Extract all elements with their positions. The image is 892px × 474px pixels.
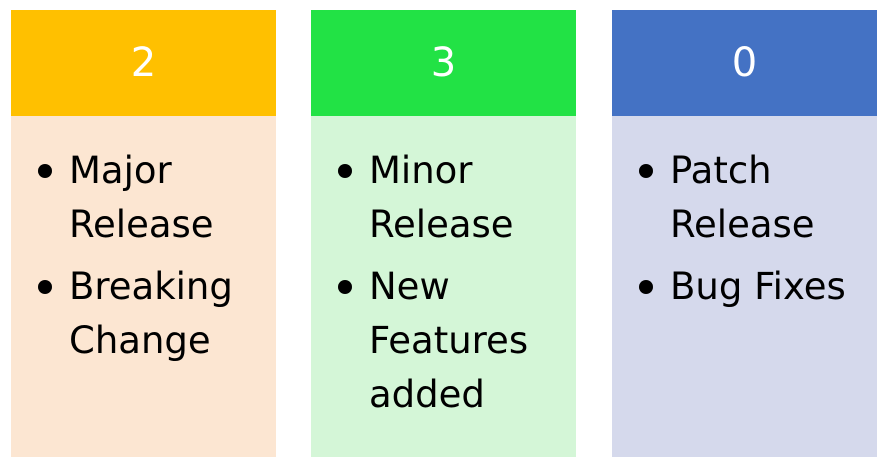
bullet-dot-icon [338,280,352,294]
patch-column: 0 Patch Release Bug Fixes [612,10,877,457]
bullet-dot-icon [38,280,52,294]
major-description-box: Major Release Breaking Change [11,116,276,457]
major-column: 2 Major Release Breaking Change [11,10,276,457]
bullet-text: Breaking Change [69,265,233,362]
bullet-text: Bug Fixes [670,265,846,308]
bullet-dot-icon [38,164,52,178]
bullet-text: Patch Release [670,149,815,246]
minor-description-box: Minor Release New Features added [311,116,576,457]
minor-count-header: 3 [311,10,576,116]
major-count-header: 2 [11,10,276,116]
major-count: 2 [130,40,157,86]
bullet-dot-icon [639,164,653,178]
bullet-dot-icon [338,164,352,178]
bullet-text: Minor Release [369,149,514,246]
bullet-item: Minor Release [311,144,576,252]
bullet-item: New Features added [311,260,576,422]
minor-count: 3 [430,40,457,86]
bullet-dot-icon [639,280,653,294]
bullet-text: Major Release [69,149,214,246]
patch-description-box: Patch Release Bug Fixes [612,116,877,457]
major-bullet-list: Major Release Breaking Change [11,144,276,368]
bullet-item: Bug Fixes [612,260,877,314]
minor-bullet-list: Minor Release New Features added [311,144,576,422]
minor-column: 3 Minor Release New Features added [311,10,576,457]
bullet-text: New Features added [369,265,529,416]
patch-count-header: 0 [612,10,877,116]
bullet-item: Major Release [11,144,276,252]
bullet-item: Breaking Change [11,260,276,368]
bullet-item: Patch Release [612,144,877,252]
patch-count: 0 [731,40,758,86]
patch-bullet-list: Patch Release Bug Fixes [612,144,877,314]
